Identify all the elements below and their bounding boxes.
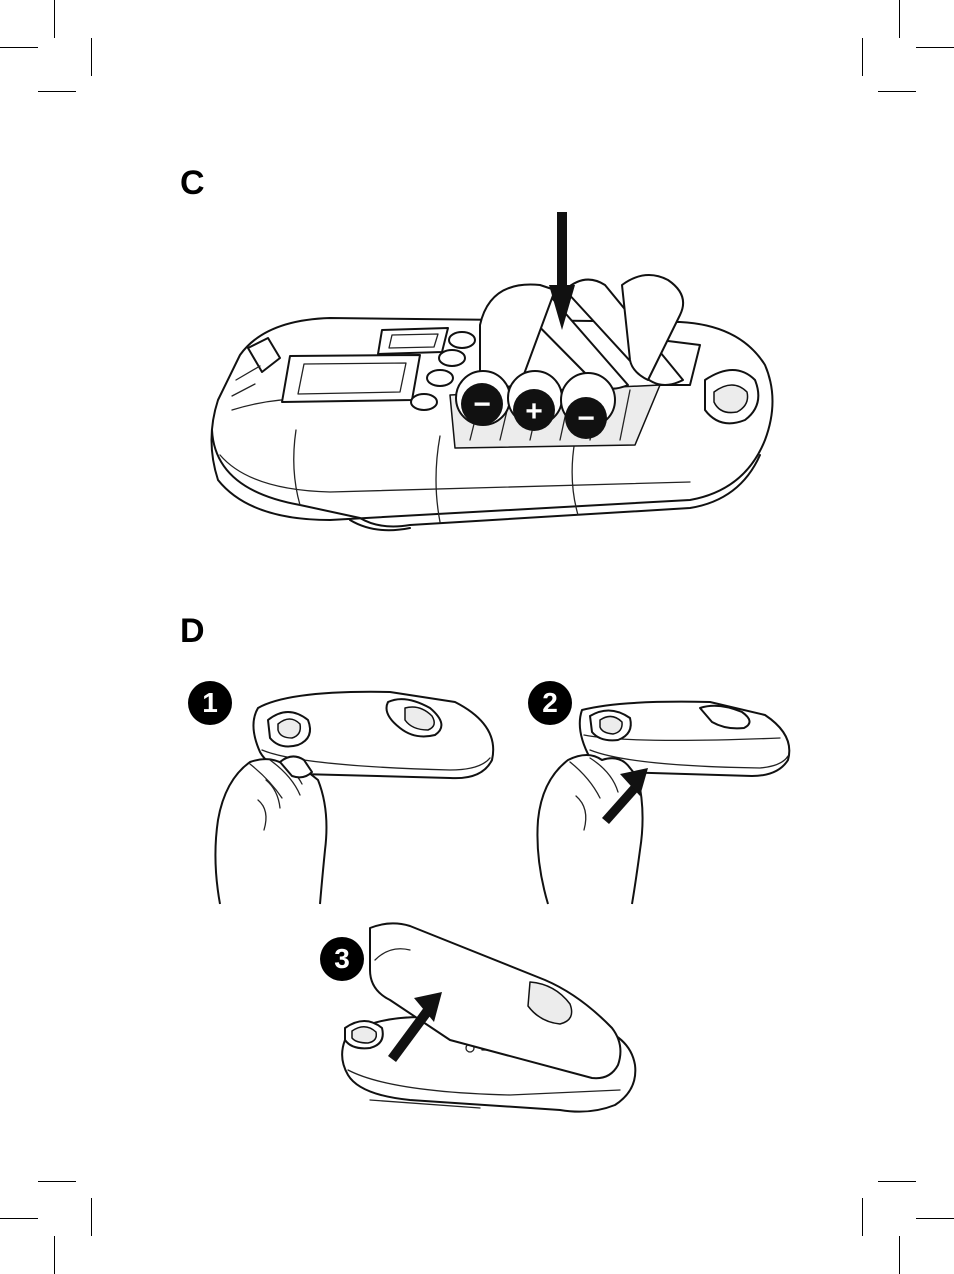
step-3-illustration — [330, 920, 650, 1120]
battery-insertion-illustration: − + − — [0, 0, 954, 560]
crop-mark — [862, 1198, 863, 1236]
step-1-illustration — [200, 680, 510, 905]
hand-icon — [215, 756, 326, 904]
section-label-d: D — [180, 614, 205, 648]
crop-mark — [91, 1198, 92, 1236]
polarity-label: − — [577, 402, 595, 435]
battery-terminal-neg-1: − — [456, 371, 510, 425]
crop-mark — [899, 1236, 900, 1274]
polarity-label: − — [473, 388, 491, 421]
crop-mark — [916, 1218, 954, 1219]
crop-mark — [54, 1236, 55, 1274]
polarity-label: + — [525, 395, 543, 428]
crop-mark — [878, 1181, 916, 1182]
step-2-illustration — [520, 680, 810, 905]
crop-mark — [0, 1218, 38, 1219]
crop-mark — [38, 1181, 76, 1182]
